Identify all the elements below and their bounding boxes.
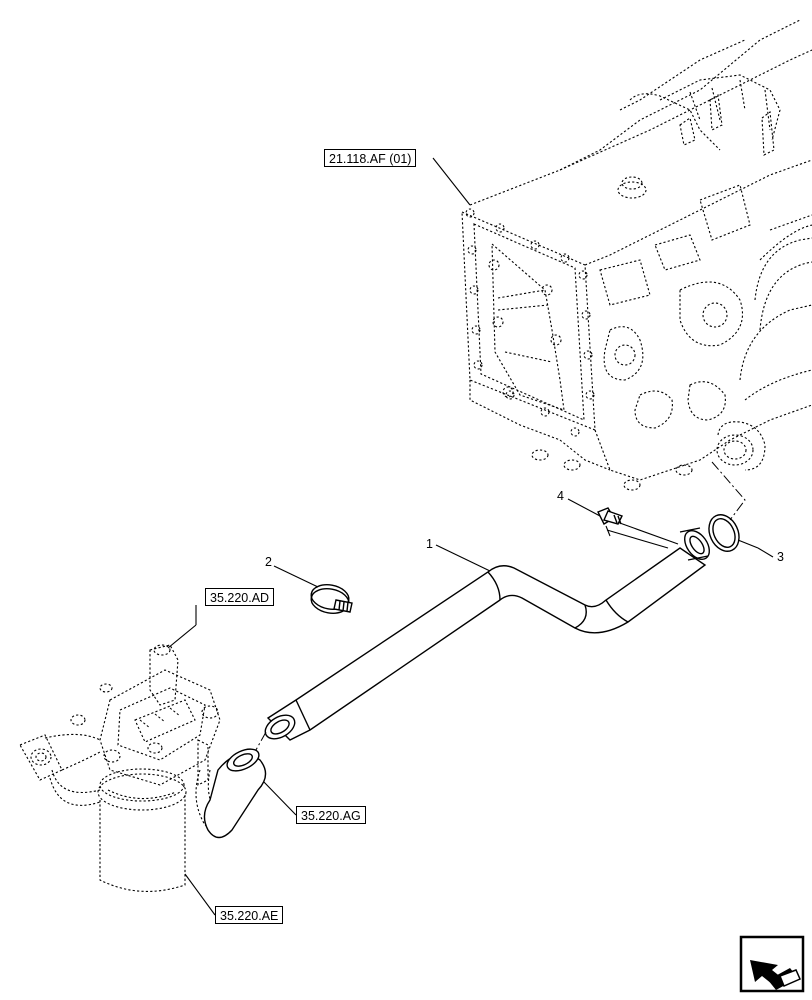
bolt bbox=[597, 507, 623, 525]
alignment-line-port bbox=[711, 461, 746, 521]
ref-filter-head[interactable]: 35.220.AD bbox=[205, 588, 275, 606]
callout-bolt: 4 bbox=[557, 489, 564, 503]
ref-filter[interactable]: 35.220.AE bbox=[215, 906, 284, 924]
callout-hose-clamp: 2 bbox=[265, 555, 272, 569]
suction-hose bbox=[203, 748, 267, 839]
callout-tube: 1 bbox=[426, 537, 433, 551]
tube-assembly bbox=[264, 527, 711, 741]
leader-lines bbox=[167, 157, 774, 916]
o-ring bbox=[708, 514, 740, 552]
callout-o-ring: 3 bbox=[777, 550, 784, 564]
flange-bolts bbox=[465, 208, 595, 437]
ref-transmission[interactable]: 21.118.AF (01) bbox=[324, 149, 417, 167]
hose-clamp bbox=[310, 584, 353, 614]
transmission-housing bbox=[461, 19, 812, 491]
ref-suction-hose[interactable]: 35.220.AG bbox=[296, 806, 366, 824]
filter-assembly bbox=[19, 644, 233, 892]
arrow-navigation-icon[interactable] bbox=[739, 935, 805, 993]
